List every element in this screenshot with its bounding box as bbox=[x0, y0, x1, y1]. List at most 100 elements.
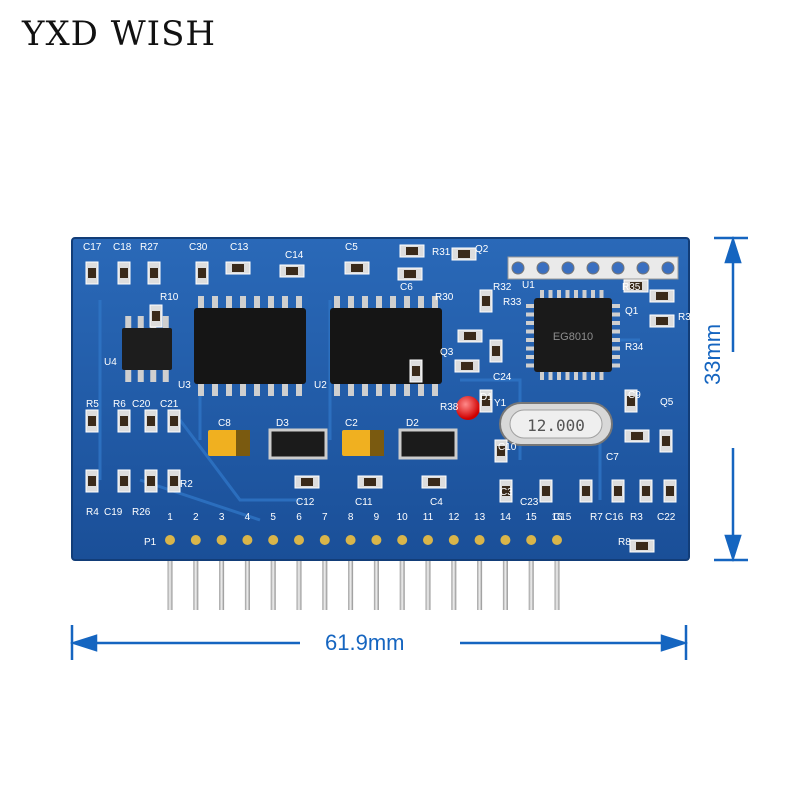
crystal-y1: 12.000 bbox=[499, 402, 613, 446]
header-pin bbox=[502, 530, 508, 610]
diode-d2 bbox=[398, 428, 458, 460]
header-pin bbox=[322, 530, 328, 610]
pin-number-label: 16 bbox=[551, 512, 563, 523]
silkscreen-label: R5 bbox=[86, 399, 99, 410]
silkscreen-label: D2 bbox=[406, 418, 419, 429]
pin-number-label: 9 bbox=[374, 512, 380, 523]
silkscreen-label: C4 bbox=[430, 497, 443, 508]
width-dimension-label: 61.9mm bbox=[325, 630, 405, 655]
silkscreen-label: R33 bbox=[503, 297, 522, 308]
silkscreen-label: U4 bbox=[104, 357, 117, 368]
header-pin bbox=[554, 530, 560, 610]
silkscreen-label: C10 bbox=[498, 442, 517, 453]
pin-number-label: 8 bbox=[348, 512, 354, 523]
chip-u1-label: EG8010 bbox=[553, 331, 593, 343]
pin-number-label: 12 bbox=[448, 512, 460, 523]
chip-u1: EG8010 bbox=[526, 290, 620, 380]
silkscreen-label: R10 bbox=[160, 292, 179, 303]
silkscreen-label: R31 bbox=[432, 247, 451, 258]
silkscreen-label: C16 bbox=[605, 512, 624, 523]
header-pin bbox=[193, 530, 199, 610]
brand-watermark: YXD WISH bbox=[22, 14, 217, 54]
pin-number-label: 7 bbox=[322, 512, 328, 523]
pin-number-label: 3 bbox=[219, 512, 225, 523]
silkscreen-label: R3 bbox=[630, 512, 643, 523]
pin-number-label: 6 bbox=[296, 512, 302, 523]
silkscreen-label: Y1 bbox=[494, 398, 507, 409]
header-pin bbox=[451, 530, 457, 610]
crystal-label: 12.000 bbox=[527, 416, 585, 435]
silkscreen-label: C14 bbox=[285, 250, 304, 261]
silkscreen-label: Q1 bbox=[625, 306, 639, 317]
header-pin bbox=[528, 530, 534, 610]
header-pin bbox=[244, 530, 250, 610]
pin-number-label: 14 bbox=[500, 512, 512, 523]
silkscreen-label: C3 bbox=[500, 487, 513, 498]
silkscreen-label: C5 bbox=[345, 242, 358, 253]
silkscreen-label: C9 bbox=[628, 390, 641, 401]
silkscreen-label: C15 bbox=[553, 512, 572, 523]
silkscreen-label: C6 bbox=[400, 282, 413, 293]
silkscreen-label: C7 bbox=[606, 452, 619, 463]
silkscreen-label: C17 bbox=[83, 242, 102, 253]
silkscreen-label: C11 bbox=[355, 497, 373, 508]
silkscreen-label: C20 bbox=[132, 399, 151, 410]
pin-number-label: 10 bbox=[397, 512, 409, 523]
silkscreen-label: R36 bbox=[678, 312, 697, 323]
silkscreen-label: P1 bbox=[144, 537, 157, 548]
pin-number-label: 5 bbox=[270, 512, 276, 523]
silkscreen-label: C13 bbox=[230, 242, 249, 253]
silkscreen-label: C30 bbox=[189, 242, 208, 253]
silkscreen-label: R2 bbox=[180, 479, 193, 490]
diode-d3 bbox=[268, 428, 328, 460]
silkscreen-label: R38 bbox=[440, 402, 459, 413]
silkscreen-label: Q3 bbox=[440, 347, 454, 358]
header-pin bbox=[270, 530, 276, 610]
silkscreen-label: C18 bbox=[113, 242, 132, 253]
pin-number-label: 2 bbox=[193, 512, 199, 523]
silkscreen-label: C2 bbox=[345, 418, 358, 429]
header-pin bbox=[477, 530, 483, 610]
pin-number-label: 11 bbox=[423, 512, 434, 523]
silkscreen-label: R8 bbox=[618, 537, 631, 548]
silkscreen-label: R27 bbox=[140, 242, 159, 253]
silkscreen-label: D3 bbox=[276, 418, 289, 429]
silkscreen-label: U1 bbox=[522, 280, 535, 291]
header-pin bbox=[348, 530, 354, 610]
pin-number-label: 13 bbox=[474, 512, 486, 523]
silkscreen-label: C22 bbox=[657, 512, 676, 523]
silkscreen-label: C8 bbox=[218, 418, 231, 429]
header-pin bbox=[296, 530, 302, 610]
silkscreen-label: C21 bbox=[160, 399, 179, 410]
header-pin bbox=[219, 530, 225, 610]
silkscreen-label: R26 bbox=[132, 507, 151, 518]
silkscreen-label: D1 bbox=[480, 392, 493, 403]
silkscreen-label: C12 bbox=[296, 497, 315, 508]
silkscreen-label: Q5 bbox=[660, 397, 674, 408]
pin-number-label: 4 bbox=[245, 512, 251, 523]
silkscreen-label: C19 bbox=[104, 507, 123, 518]
led-d1 bbox=[456, 396, 480, 420]
silkscreen-label: Q2 bbox=[475, 244, 489, 255]
chip-u3 bbox=[194, 296, 306, 396]
silkscreen-label: R35 bbox=[622, 282, 641, 293]
silkscreen-label: U2 bbox=[314, 380, 327, 391]
pin-number-label: 1 bbox=[167, 512, 173, 523]
header-pin bbox=[167, 530, 173, 610]
header-pin bbox=[373, 530, 379, 610]
silkscreen-label: R30 bbox=[435, 292, 454, 303]
chip-u2 bbox=[330, 296, 442, 396]
silkscreen-label: R34 bbox=[625, 342, 644, 353]
silkscreen-label: R6 bbox=[113, 399, 126, 410]
silkscreen-label: C24 bbox=[493, 372, 512, 383]
silkscreen-label: R4 bbox=[86, 507, 99, 518]
silkscreen-label: R32 bbox=[493, 282, 512, 293]
silkscreen-label: C23 bbox=[520, 497, 539, 508]
dimension-lines bbox=[69, 235, 748, 660]
silkscreen-label: R7 bbox=[590, 512, 603, 523]
header-pin bbox=[399, 530, 405, 610]
header-pin bbox=[425, 530, 431, 610]
pin-number-label: 15 bbox=[526, 512, 538, 523]
height-dimension-label: 33mm bbox=[700, 323, 725, 385]
